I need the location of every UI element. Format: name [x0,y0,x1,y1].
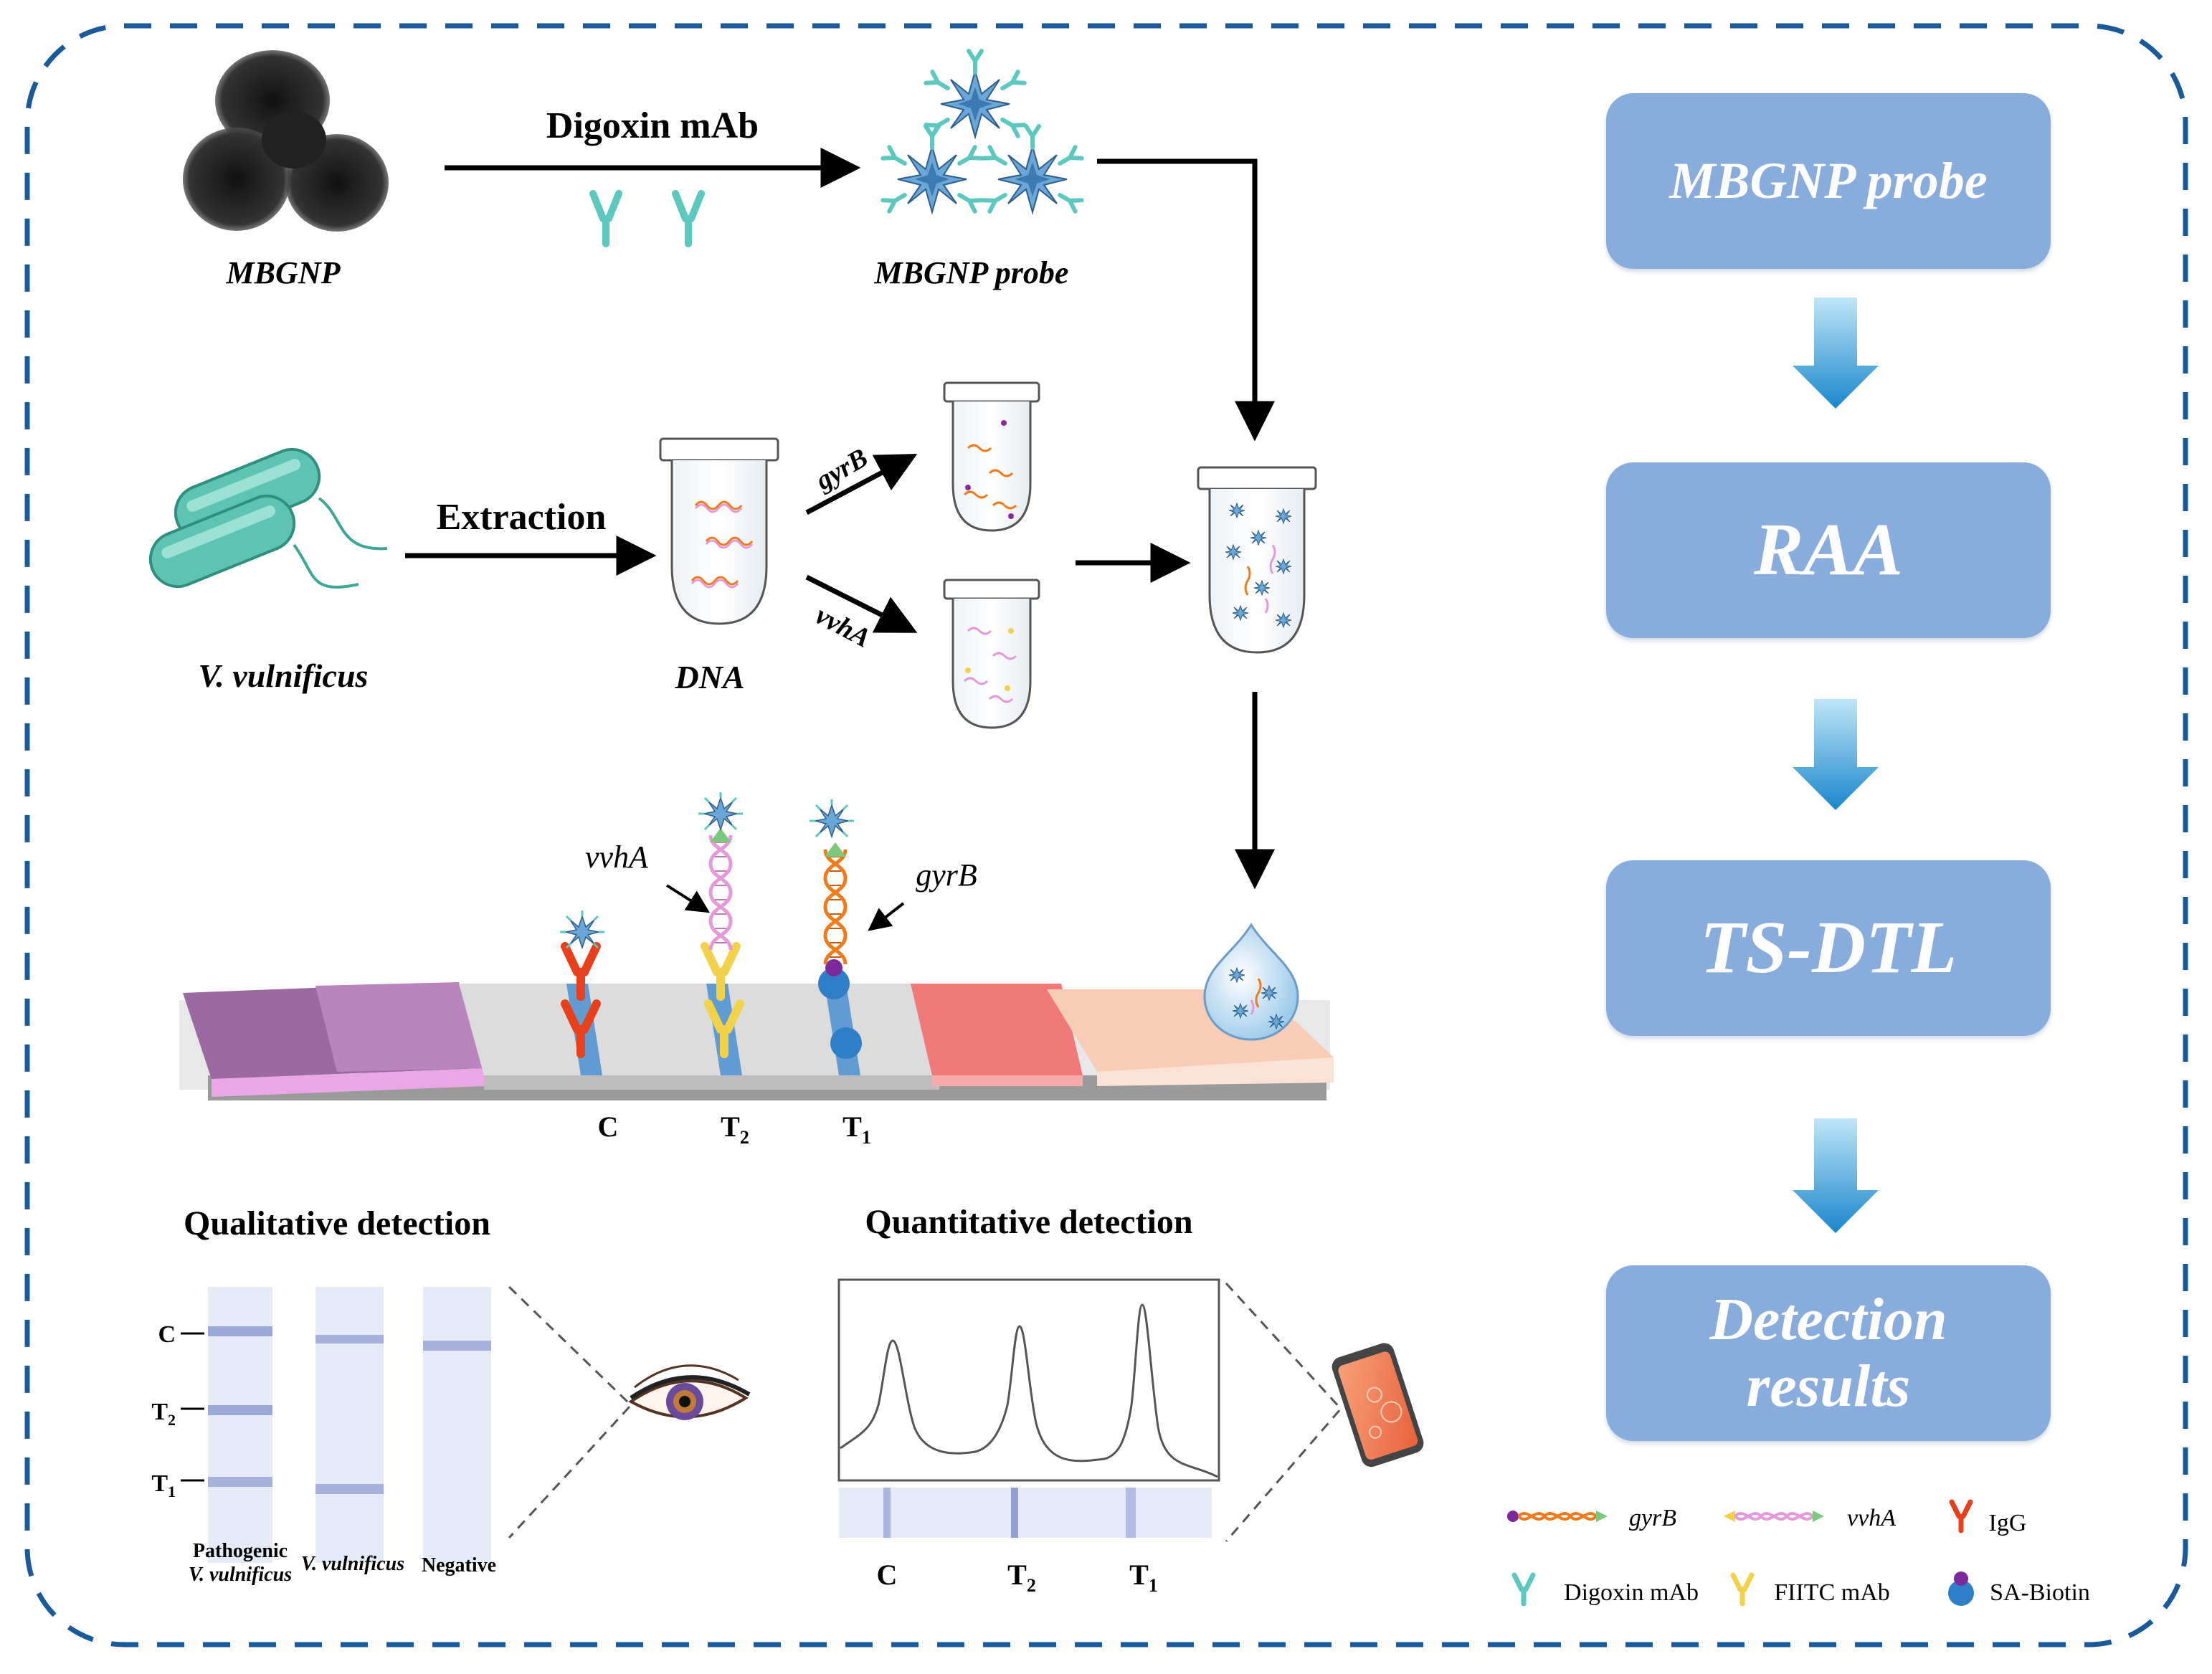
eye-icon [628,1364,751,1420]
dashed-frame [24,23,2188,1647]
mbgnp-particles [183,50,389,232]
workflow-arrow-1 [1793,298,1879,409]
qual-c-label: C [158,1321,176,1348]
mbgnp-probe-icon [883,51,1081,212]
step-box-ts-dtl: TS-DTL [1606,860,2051,1036]
t1-line-sa-biotin [808,798,862,1059]
test-strip [179,982,1334,1100]
step-label-detection: Detection [1709,1286,1947,1354]
vvhA-tube [943,579,1040,729]
workflow-arrow-2 [1793,699,1879,810]
legend-vvhA-icon [1724,1511,1824,1522]
legend: gyrB vvhA IgG Digoxin mAb FIITC mAb SA-B… [1507,1499,2090,1607]
workflow-arrow-3 [1793,1118,1879,1233]
qualitative-title: Qualitative detection [184,1204,490,1242]
gyrB-tube [943,381,1040,532]
strip2-t1-band [315,1484,384,1494]
step-label-results: results [1746,1352,1911,1419]
v-vulnificus-label: V. vulnificus [199,657,369,694]
vvhA-pointer [665,884,711,913]
quant-c-label: C [877,1559,898,1591]
legend-sa-biotin-icon [1948,1571,1974,1606]
qualitative-strips [208,1287,491,1563]
step-box-raa: RAA [1606,462,2051,638]
strip1-label-line1: Pathogenic [193,1540,288,1562]
step-label-raa: RAA [1753,508,1904,591]
strip3-label: Negative [422,1554,496,1576]
quant-zoom-lines [1225,1282,1343,1542]
gyrB-arrow [805,454,918,515]
strip1-c-band [208,1326,272,1336]
gyrB-branch-label: gyrB [810,442,873,496]
workflow-arrows [1793,298,1879,1233]
t2-line-fitc [697,791,743,1054]
digoxin-mab-icon-1 [593,194,619,244]
legend-digoxin-icon [1511,1572,1536,1607]
step-label-mbgnp-probe: MBGNP probe [1669,151,1988,209]
quant-t1-label: T1 [1129,1559,1158,1596]
scan-curve [840,1303,1218,1478]
digoxin-mab-label: Digoxin mAb [546,105,759,146]
legend-gyrB-icon [1507,1511,1608,1522]
legend-igg-label: IgG [1989,1510,2027,1536]
quantitative-title: Quantitative detection [865,1203,1192,1241]
smartphone-icon [1332,1343,1424,1468]
legend-sa-biotin-label: SA-Biotin [1990,1579,2090,1606]
mixture-tube [1197,466,1317,654]
sample-drop [1203,923,1299,1041]
mbgnp-probe-label: MBGNP probe [874,255,1069,290]
legend-gyrB-label: gyrB [1629,1505,1676,1531]
legend-vvhA-label: vvhA [1847,1505,1896,1531]
strip2-label: V. vulnificus [301,1553,404,1575]
legend-igg-icon [1949,1499,1973,1533]
step-label-ts-dtl: TS-DTL [1699,906,1957,989]
qual-t2-label: T2 [151,1399,176,1429]
strip-c-label: C [598,1111,619,1143]
dna-tube [659,437,779,625]
strip-gyrB-label: gyrB [916,857,977,893]
mbgnp-label: MBGNP [226,255,341,290]
digoxin-mab-icon-2 [675,194,701,244]
dna-label: DNA [674,659,744,695]
gyrB-pointer [868,902,905,931]
strip-t2-label: T2 [721,1111,749,1148]
qual-zoom-lines [508,1285,633,1539]
scan-strip [839,1488,1212,1538]
strip2-c-band [315,1335,384,1344]
quant-t2-label: T2 [1007,1559,1036,1596]
extraction-label: Extraction [437,497,607,538]
strip-t1-label: T1 [842,1111,871,1148]
legend-fitc-label: FIITC mAb [1774,1579,1890,1606]
legend-digoxin-label: Digoxin mAb [1564,1579,1699,1606]
strip1-label-line2: V. vulnificus [189,1564,292,1586]
legend-fitc-icon [1730,1572,1755,1607]
vvhA-arrow [805,574,918,633]
step-box-detection-results: Detection results [1606,1265,2051,1441]
strip1-t2-band [208,1405,272,1415]
bacteria-icon [148,447,388,589]
step-box-mbgnp-probe: MBGNP probe [1606,93,2051,269]
qual-t1-label: T1 [151,1470,176,1501]
strip-vvhA-label: vvhA [585,840,649,875]
probe-to-mix-arrow [1097,158,1275,442]
strip3-c-band [423,1341,491,1351]
strip1-t1-band [208,1477,272,1487]
